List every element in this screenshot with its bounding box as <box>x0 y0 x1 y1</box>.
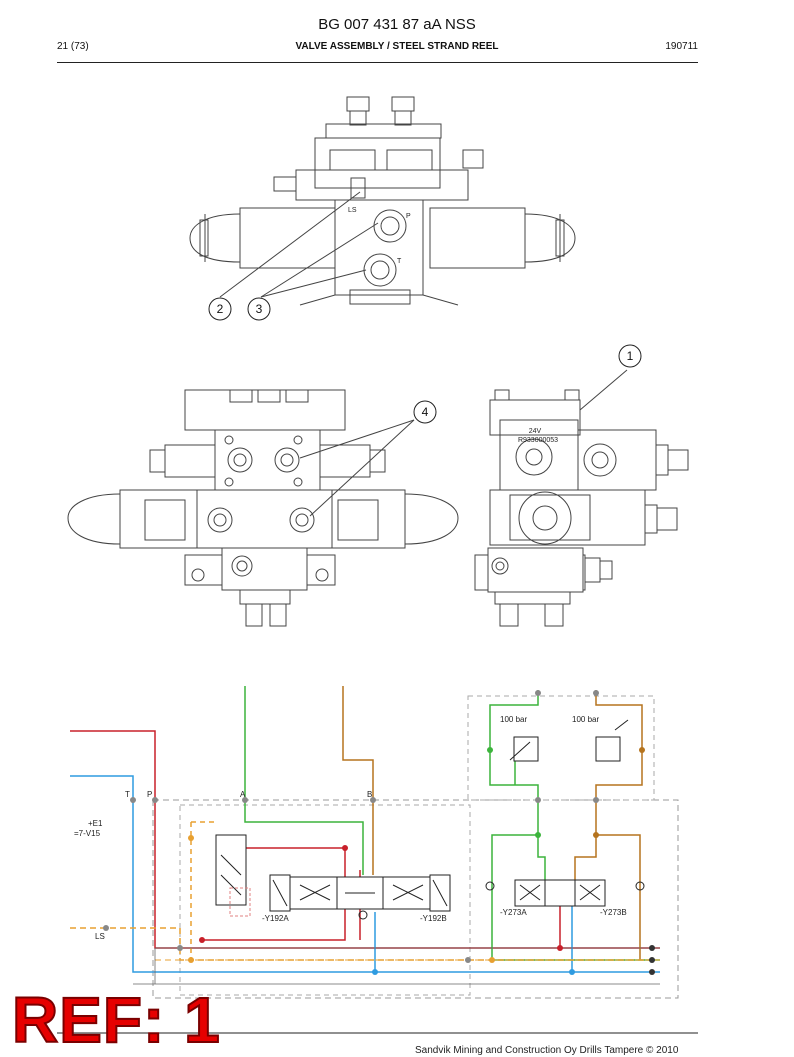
valve-side-view <box>474 389 689 627</box>
ref-stamp: REF: 1 <box>11 983 221 1057</box>
callout-1: 1 <box>627 349 634 363</box>
relief-label-left: 100 bar <box>500 715 527 724</box>
valve-front-view <box>67 389 459 627</box>
coil-label-y192a: -Y192A <box>262 914 289 923</box>
ref-e1: +E1 <box>88 819 103 828</box>
label-part-number: R933000053 <box>518 437 558 444</box>
label-p-port: P <box>406 213 411 220</box>
callout-3: 3 <box>256 302 263 316</box>
footer-copyright: Sandvik Mining and Construction Oy Drill… <box>415 1045 679 1056</box>
label-t-port: T <box>397 258 402 265</box>
page-number: 21 (73) <box>57 41 89 52</box>
coil-label-y273a: -Y273A <box>500 908 527 917</box>
coil-label-y273b: -Y273B <box>600 908 627 917</box>
port-label-t: T <box>125 790 130 799</box>
ref-v15: =7-V15 <box>74 829 101 838</box>
relief-label-right: 100 bar <box>572 715 599 724</box>
coil-label-y192b: -Y192B <box>420 914 447 923</box>
port-label-ls: LS <box>95 932 105 941</box>
section-title: VALVE ASSEMBLY / STEEL STRAND REEL <box>295 41 499 52</box>
hydraulic-schematic <box>70 686 679 999</box>
document-title: BG 007 431 87 aA NSS <box>318 16 476 33</box>
label-voltage: 24V <box>529 428 542 435</box>
port-label-b: B <box>367 790 372 799</box>
callout-2: 2 <box>217 302 224 316</box>
label-ls-port: LS <box>348 207 357 214</box>
document-date: 190711 <box>665 41 698 52</box>
header-rule <box>57 62 698 63</box>
callout-4: 4 <box>422 405 429 419</box>
callout-bubbles <box>208 297 642 424</box>
valve-top-view <box>189 96 576 306</box>
port-label-a: A <box>240 790 246 799</box>
port-label-p: P <box>147 790 152 799</box>
